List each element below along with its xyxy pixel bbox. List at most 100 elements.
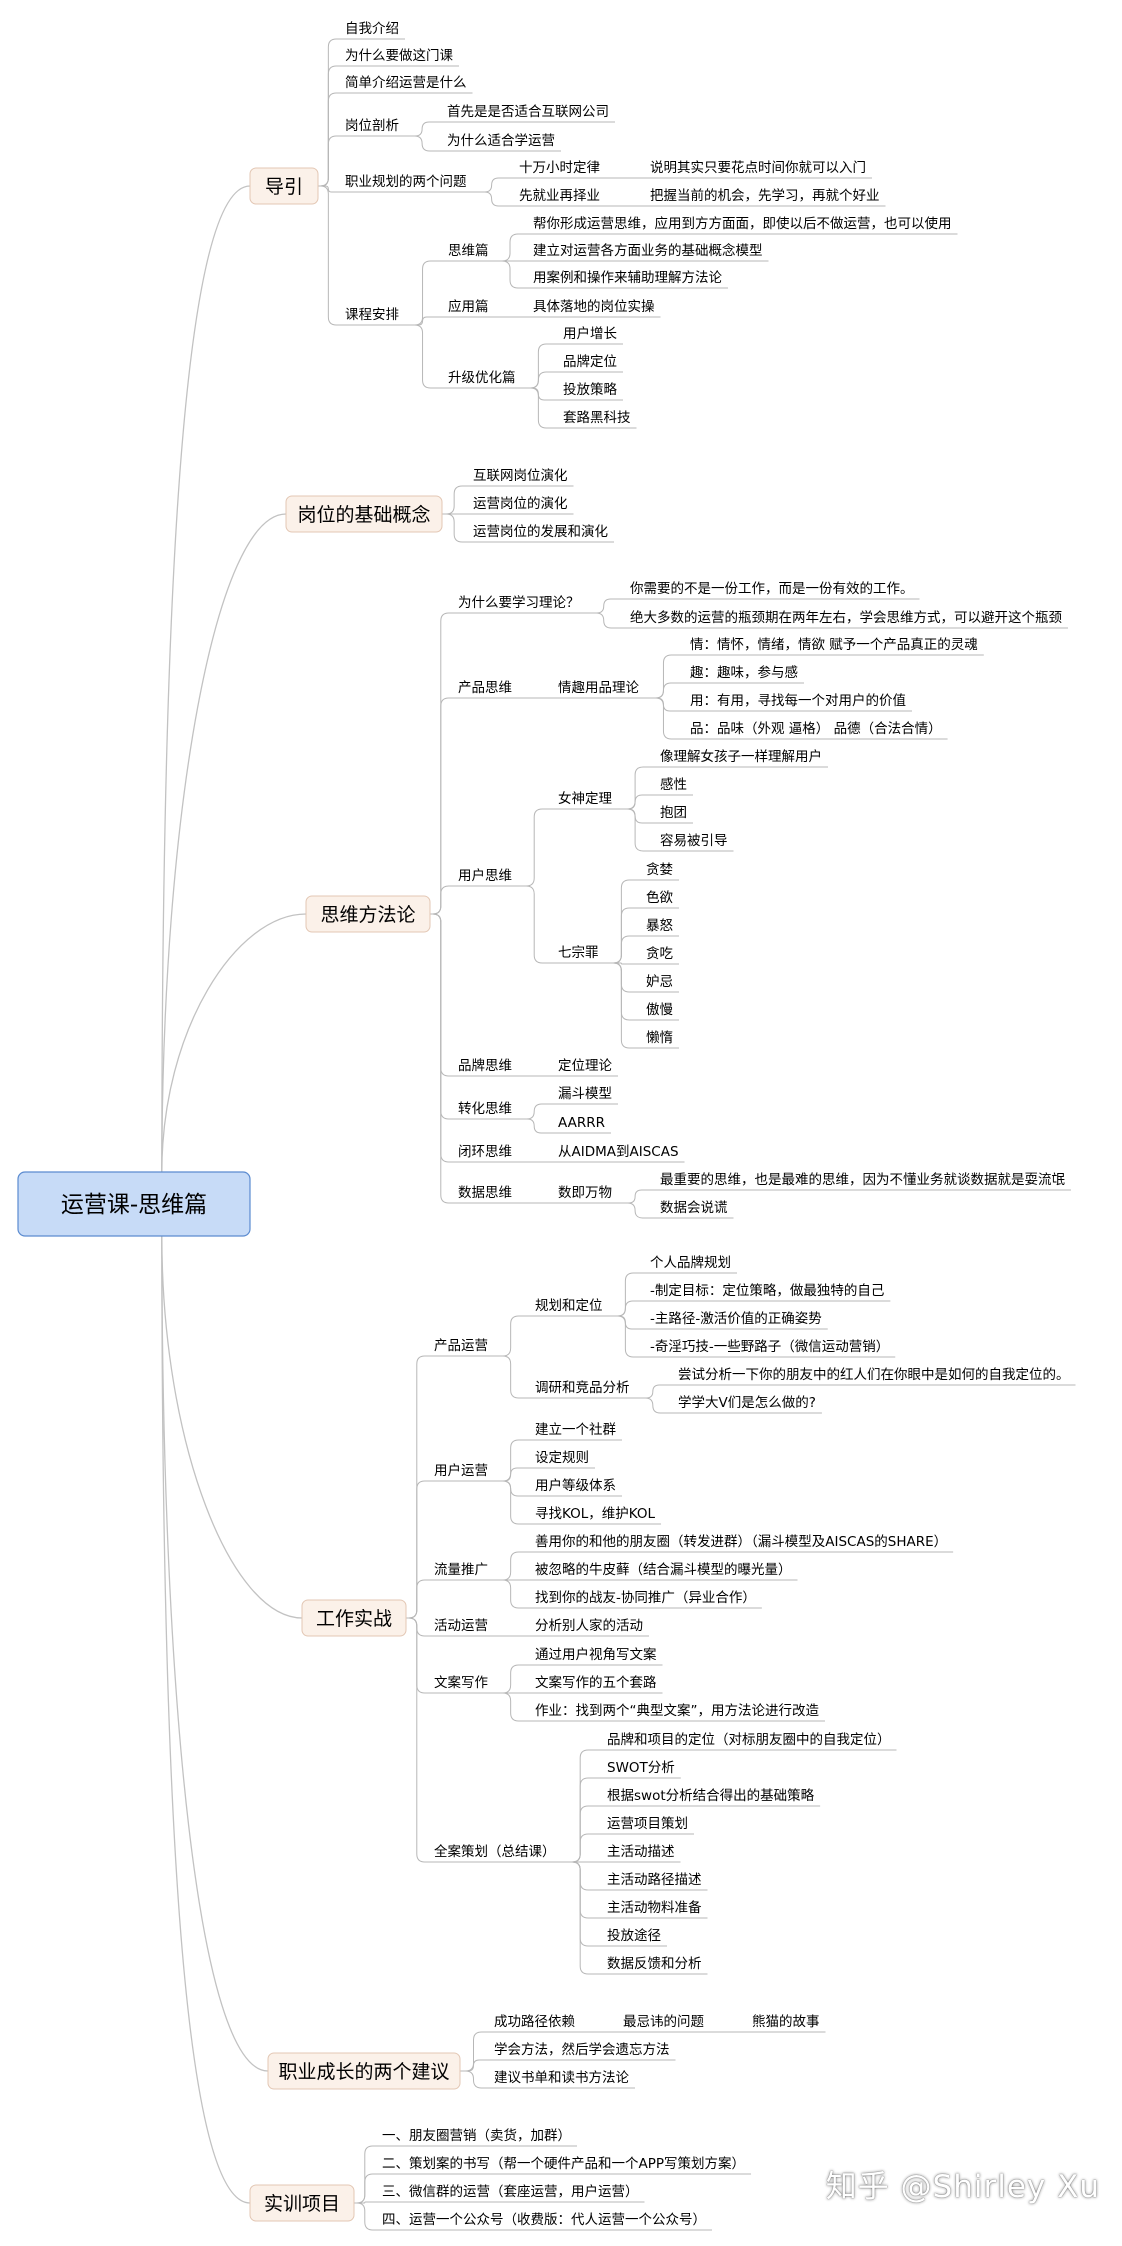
connector-t2-3 [442, 513, 469, 543]
node-t4-6-7: 主活动物料准备 [607, 1899, 702, 1916]
connector-t3-7-1-2 [618, 1202, 656, 1219]
branch-t3 [161, 913, 307, 1173]
connector-t4-1-1-2 [608, 1300, 646, 1317]
connector-t1-6-3 [405, 324, 444, 389]
node-t1-6-1: 思维篇 [448, 243, 489, 259]
connector-t3-5 [430, 913, 454, 1120]
connector-t6-2 [354, 2173, 378, 2204]
watermark-text: 知乎 @Shirley Xu [825, 2169, 1100, 2205]
connector-t1-6-3-1 [521, 343, 559, 389]
connector-t4-6-8 [561, 1861, 603, 1947]
node-t4-1-1-1: 个人品牌规划 [650, 1254, 731, 1271]
topic-label-t6: 实训项目 [264, 2193, 340, 2215]
connector-t4-3-3 [494, 1579, 531, 1609]
connector-t4-5-3 [494, 1692, 531, 1722]
node-t1-6: 课程安排 [345, 307, 399, 323]
connector-t3-2-1-2 [645, 682, 686, 699]
connector-t1-5-2 [472, 191, 515, 207]
node-t3-3-2-5: 妒忌 [646, 974, 673, 990]
connector-t1-6-1 [405, 260, 444, 326]
connector-t5-3 [460, 2070, 490, 2089]
node-t3-3-1-4: 容易被引导 [660, 832, 728, 849]
node-t6-1: 一、朋友圈营销（卖货，加群） [382, 2127, 571, 2144]
node-t4-2: 用户运营 [434, 1462, 488, 1479]
node-t3-2-1: 情趣用品理论 [558, 680, 639, 696]
connector-t1-6-3-3 [521, 387, 559, 401]
node-t1-6-1-1: 帮你形成运营思维，应用到方方面面，即使以后不做运营，也可以使用 [533, 215, 952, 232]
connector-t3-4 [430, 913, 454, 1077]
connector-t3-1 [430, 612, 454, 915]
node-t4-1-2-2: 学学大V们是怎么做的? [678, 1395, 816, 1411]
node-t4-5: 文案写作 [434, 1674, 488, 1691]
node-t1-6-1-2: 建立对运营各方面业务的基础概念模型 [533, 242, 763, 259]
node-t4-6-3: 根据swot分析结合得出的基础策略 [607, 1787, 815, 1804]
node-t6-4: 四、运营一个公众号（收费版：代人运营一个公众号） [382, 2212, 706, 2228]
node-t3-4-1: 定位理论 [558, 1058, 612, 1074]
connector-t3-2-1-3 [645, 697, 686, 712]
node-t5-1-2: 熊猫的故事 [752, 2014, 820, 2030]
connector-t4-1-2-2 [635, 1397, 674, 1414]
node-t4-5-2: 文案写作的五个套路 [535, 1674, 657, 1691]
connector-t4-6 [406, 1617, 430, 1863]
node-t4-6-1: 品牌和项目的定位（对标朋友圈中的自我定位） [607, 1731, 891, 1748]
connector-t3-2-1-1 [645, 654, 686, 699]
connector-t4-2-1 [494, 1439, 531, 1482]
connector-t1-4-2 [405, 135, 443, 152]
topic-box-t2 [285, 495, 443, 533]
node-t3-3-1-2: 感性 [660, 776, 687, 793]
connector-t1-6-2 [405, 316, 444, 326]
connector-t3-3-2-3 [604, 935, 642, 964]
connector-t4-3 [406, 1579, 430, 1619]
connector-t3-3-2-5 [604, 962, 642, 993]
connector-t1-1 [318, 38, 341, 187]
node-t4-6-6: 主活动路径描述 [607, 1872, 702, 1888]
node-t4-4-1: 分析别人家的活动 [535, 1617, 643, 1634]
connector-t4-1-1-3 [608, 1315, 646, 1330]
connector-t3-3-2-1 [604, 879, 642, 964]
node-t3-3-2-6: 傲慢 [646, 1001, 674, 1018]
node-t1-4-2: 为什么适合学运营 [447, 133, 555, 149]
node-t1-6-2: 应用篇 [448, 298, 489, 315]
connector-t3-3-1-1 [618, 766, 656, 810]
node-t3-2-1-2: 趣：趣味，参与感 [690, 664, 798, 681]
node-t1-6-2-1: 具体落地的岗位实操 [533, 299, 655, 315]
node-t3-3-1-3: 抱团 [660, 805, 687, 821]
connector-t3-2 [430, 697, 454, 915]
connector-lines [161, 38, 1076, 2231]
topic-box-t1 [249, 167, 319, 205]
connector-t4-2-3 [494, 1480, 531, 1497]
connector-t1-4-1 [405, 121, 443, 137]
node-t1-4: 岗位剖析 [345, 118, 399, 134]
node-t3-1-1: 你需要的不是一份工作，而是一份有效的工作。 [630, 581, 914, 597]
connector-t1-6-1-3 [494, 260, 529, 289]
node-t4-6-8: 投放途径 [607, 1927, 661, 1944]
node-t3-3: 用户思维 [458, 867, 512, 884]
node-t3-1-2: 绝大多数的运营的瓶颈期在两年左右，学会思维方式，可以避开这个瓶颈 [630, 609, 1062, 626]
connector-t4-1 [406, 1355, 430, 1619]
connector-t2-1 [442, 485, 469, 515]
node-t4-6-9: 数据反馈和分析 [607, 1956, 702, 1972]
node-t4-2-1: 建立一个社群 [535, 1422, 616, 1438]
connector-t3-1-2 [585, 612, 626, 629]
node-t5-1-1: 最忌讳的问题 [623, 2014, 704, 2030]
branch-t5 [161, 1235, 269, 2072]
connector-t4-6-9 [561, 1861, 603, 1975]
root-box [17, 1171, 251, 1237]
connector-t3-3-1-3 [618, 808, 656, 824]
connector-t4-1-1-1 [608, 1272, 646, 1317]
node-t4-5-1: 通过用户视角写文案 [535, 1646, 657, 1663]
node-t3-3-2-1: 贪婪 [646, 862, 674, 878]
connector-t4-2 [406, 1480, 430, 1619]
node-t3-3-2: 七宗罪 [558, 945, 599, 961]
node-t6-3: 三、微信群的运营（套座运营，用户运营） [382, 2183, 639, 2200]
node-t1-5-1: 十万小时定律 [519, 160, 600, 176]
node-t3-2: 产品思维 [458, 680, 512, 696]
connector-t4-3-1 [494, 1551, 531, 1581]
node-t1-6-3: 升级优化篇 [448, 370, 516, 386]
node-t4-1-1-2: -制定目标：定位策略，做最独特的自己 [650, 1282, 884, 1299]
node-t1-3: 简单介绍运营是什么 [345, 74, 467, 91]
node-t5-1: 成功路径依赖 [494, 2014, 575, 2030]
node-t3-7-1: 数即万物 [558, 1185, 612, 1201]
node-t5-2: 学会方法，然后学会遗忘方法 [494, 2041, 670, 2058]
